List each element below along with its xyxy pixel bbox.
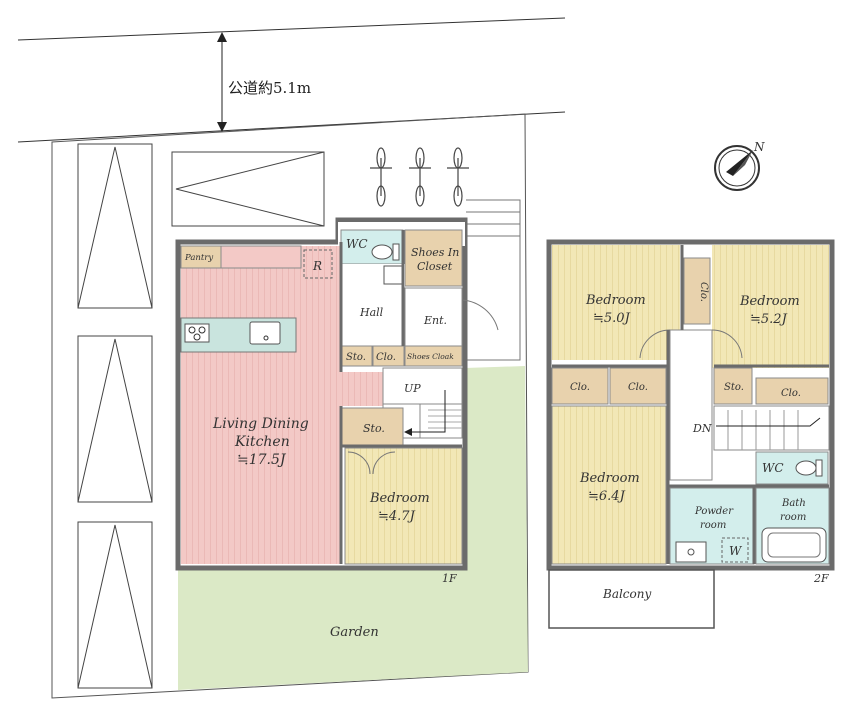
bicycle-parking	[370, 147, 469, 207]
bath-room-label-l2: room	[780, 512, 806, 523]
hall-label: Hall	[359, 306, 384, 319]
garden-label: Garden	[330, 625, 379, 640]
stairs-2f	[713, 405, 830, 451]
shoes-cloak-label: Shoes Cloak	[407, 352, 454, 361]
bedroom-2f-c	[551, 405, 667, 565]
shoes-in-closet-label-l2: Closet	[417, 260, 453, 273]
balcony	[548, 569, 715, 629]
refrigerator-space	[303, 249, 333, 279]
floor-2f: Bedroom ≒5.0J Clo. Bedroom ≒5.2J Clo. Cl…	[546, 239, 835, 629]
washer-label: W	[729, 544, 743, 558]
bedroom-1f	[344, 447, 463, 565]
bath-room-label-l1: Bath	[781, 498, 806, 509]
wc-2f-label: WC	[762, 461, 784, 475]
powder-room-label-l2: room	[700, 520, 726, 531]
bedroom-1f-size: ≒4.7J	[378, 509, 416, 524]
refrigerator-label: R	[312, 259, 322, 273]
entrance-label: Ent.	[423, 314, 447, 327]
stairs-up-label: UP	[404, 382, 421, 395]
compass-north-label: N	[753, 140, 765, 154]
balcony-label: Balcony	[602, 587, 651, 601]
closet-2f-a	[683, 257, 711, 325]
wc-1f-label: WC	[346, 237, 368, 251]
storage-bedroom-label: Sto.	[363, 422, 385, 435]
storage-hall-label: Sto.	[346, 352, 366, 363]
wc-2f	[755, 451, 829, 485]
shoes-cloak	[404, 345, 463, 367]
hall-2f	[669, 329, 713, 481]
garden-area	[178, 366, 528, 690]
closet-2f-left2	[609, 367, 667, 405]
ldk-size: ≒17.5J	[237, 452, 287, 468]
bedroom-2f-b	[712, 245, 829, 368]
bedroom-2f-b-size: ≒5.2J	[750, 312, 788, 327]
shoes-in-closet	[404, 229, 463, 287]
bedroom-1f-label: Bedroom	[369, 491, 430, 506]
ldk-label-line2: Kitchen	[234, 434, 290, 450]
storage-2f-label: Sto.	[724, 382, 744, 393]
road: 公道約5.1m	[17, 17, 566, 143]
shoes-in-closet-label-l1: Shoes In	[411, 246, 459, 259]
compass-icon: N	[714, 140, 765, 191]
bedroom-2f-a-label: Bedroom	[585, 293, 646, 308]
storage-2f	[713, 367, 753, 405]
bedroom-2f-a-size: ≒5.0J	[593, 311, 631, 326]
closet-hall-label: Clo.	[376, 352, 396, 363]
bedroom-2f-c-label: Bedroom	[579, 471, 640, 486]
closet-2f-left1-label: Clo.	[570, 382, 590, 393]
closet-hall	[372, 345, 405, 367]
powder-room-label-l1: Powder	[694, 506, 734, 517]
entrance-approach	[466, 199, 521, 361]
washer-space	[721, 537, 749, 563]
floor-1f: Pantry R Living Dining Kitchen ≒17.5J WC…	[175, 217, 499, 585]
closet-2f-a-label: Clo.	[698, 282, 709, 302]
floor-2f-label: 2F	[813, 572, 829, 585]
kitchen-counter	[180, 317, 297, 353]
parking-spaces	[77, 143, 325, 689]
storage-bedroom	[340, 407, 404, 447]
bedroom-2f-b-label: Bedroom	[739, 294, 800, 309]
bedroom-2f-c-size: ≒6.4J	[588, 489, 626, 504]
bedroom-2f-a	[552, 245, 680, 360]
ldk-label-line1: Living Dining	[212, 416, 309, 432]
closet-2f-right-label: Clo.	[781, 388, 801, 399]
closet-2f-left2-label: Clo.	[628, 382, 648, 393]
closet-2f-left1	[551, 367, 609, 405]
road-width-label: 公道約5.1m	[228, 79, 311, 97]
pantry-label: Pantry	[184, 253, 213, 263]
stairs-down-label: DN	[692, 422, 712, 435]
floor-1f-label: 1F	[442, 572, 457, 585]
closet-2f-right	[755, 377, 829, 405]
entrance	[404, 287, 463, 347]
ldk-room	[181, 246, 341, 564]
